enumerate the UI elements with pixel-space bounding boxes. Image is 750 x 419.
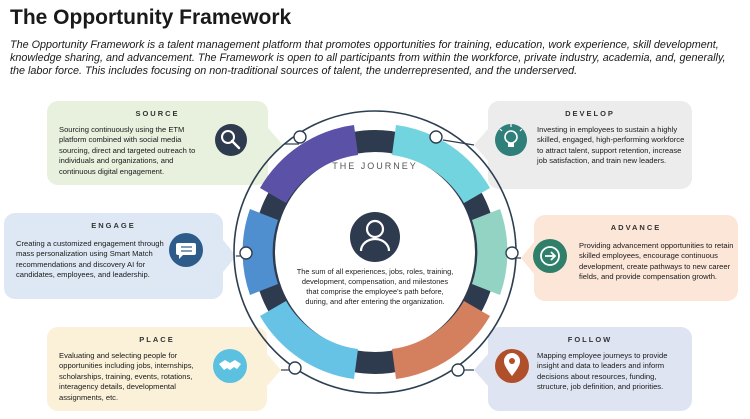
develop-node — [429, 130, 443, 144]
place-pointer — [267, 354, 281, 386]
advance-title: ADVANCE — [610, 223, 662, 232]
engage-body: Creating a customized engagement through… — [16, 239, 164, 280]
develop-segment — [392, 125, 490, 203]
arrow-right-icon — [533, 239, 567, 273]
source-body: Sourcing continuously using the ETM plat… — [59, 125, 196, 176]
source-pointer — [268, 128, 282, 160]
person-icon — [350, 212, 400, 262]
engage-box: ENGAGE Creating a customized engagement … — [4, 213, 223, 299]
place-body: Evaluating and selecting people for oppo… — [59, 351, 194, 402]
map-pin-icon — [495, 349, 529, 383]
follow-node — [451, 363, 465, 377]
advance-box: ADVANCE Providing advancement opportunit… — [534, 215, 738, 301]
advance-body: Providing advancement opportunities to r… — [579, 241, 734, 282]
handshake-icon — [213, 349, 247, 383]
develop-title: DEVELOP — [565, 109, 615, 118]
lightbulb-icon — [495, 124, 527, 156]
journey-description: The sum of all experiences, jobs, roles,… — [296, 267, 454, 306]
advance-node — [505, 246, 519, 260]
place-node — [288, 361, 302, 375]
develop-pointer — [474, 129, 488, 161]
engage-pointer — [223, 240, 236, 272]
follow-title: FOLLOW — [567, 335, 613, 344]
advance-pointer — [521, 242, 534, 274]
page-title: The Opportunity Framework — [10, 6, 292, 29]
journey-title: THE JOURNEY — [332, 161, 418, 171]
place-title: PLACE — [139, 335, 175, 344]
advance-segment — [472, 209, 508, 295]
magnifier-icon — [215, 124, 247, 156]
source-title: SOURCE — [135, 109, 180, 118]
develop-connector — [442, 139, 475, 146]
follow-body: Mapping employee journeys to provide ins… — [537, 351, 668, 392]
engage-node — [239, 246, 253, 260]
intro-paragraph: The Opportunity Framework is a talent ma… — [10, 39, 726, 78]
follow-segment — [392, 301, 490, 379]
place-segment — [260, 301, 358, 379]
source-node — [293, 130, 307, 144]
source-segment — [260, 125, 358, 203]
develop-body: Investing in employees to sustain a high… — [537, 125, 685, 166]
chat-bubble-icon — [169, 233, 203, 267]
follow-pointer — [474, 354, 488, 386]
engage-title: ENGAGE — [91, 221, 136, 230]
engage-segment — [242, 209, 278, 295]
